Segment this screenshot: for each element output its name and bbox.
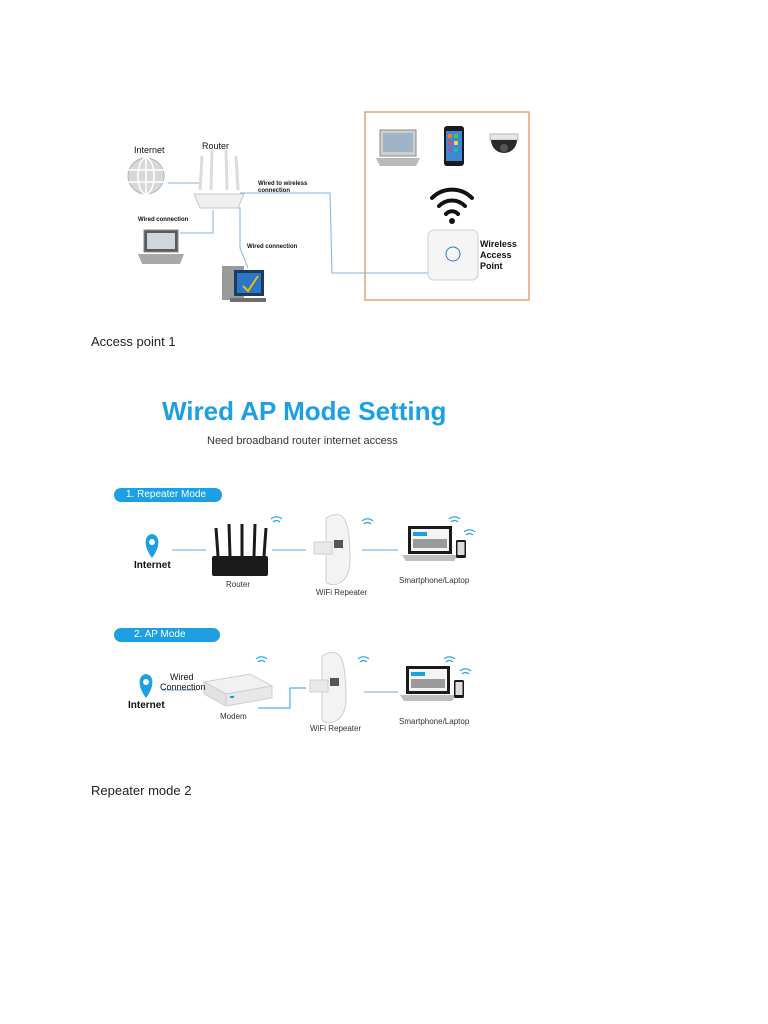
modem-repeater-line — [258, 687, 306, 709]
modem-wifi-icon — [255, 656, 268, 663]
router-wifi-icon — [270, 516, 283, 523]
box-laptop-icon — [376, 129, 420, 166]
figure-subtitle: Need broadband router internet access — [207, 435, 398, 447]
repeater-wifi-icon — [361, 518, 374, 525]
figure-title: Wired AP Mode Setting — [162, 396, 447, 426]
smartphone-laptop-label: Smartphone/Laptop — [399, 717, 470, 726]
wired-ap-mode-graphic — [114, 488, 476, 724]
wireless-area-box — [364, 111, 530, 301]
wap-label-line2: Access — [480, 250, 512, 260]
wired-label-line1: Wired — [170, 672, 194, 682]
laptop-icon — [138, 229, 184, 264]
device-wifi-icon — [448, 516, 476, 536]
wired-to-wireless-label-2: connection — [258, 188, 291, 194]
modem-label: Modem — [220, 712, 247, 721]
smartphone-laptop-label: Smartphone/Laptop — [399, 576, 470, 585]
internet-label: Internet — [128, 700, 165, 711]
access-point-diagram-graphic — [127, 111, 530, 302]
wired-to-wireless-label-1: Wired to wireless — [258, 181, 308, 187]
router-icon — [212, 523, 268, 576]
wap-label-line1: Wireless — [480, 239, 517, 249]
globe-icon — [127, 157, 165, 195]
laptop-smartphone-icon — [400, 666, 464, 701]
router-ap-line — [240, 192, 428, 274]
laptop-smartphone-icon — [402, 526, 466, 561]
wifi-repeater-label: WiFi Repeater — [310, 724, 362, 733]
wired-connection-bottom-label: Wired connection — [247, 244, 298, 250]
internet-label: Internet — [134, 560, 171, 571]
repeater-wifi-icon — [357, 656, 370, 663]
wifi-repeater-icon — [313, 513, 351, 586]
device-wifi-icon — [443, 656, 472, 675]
modem-icon — [202, 673, 274, 707]
router-desktop-line — [225, 207, 249, 269]
access-point-diagram: Internet Router Wired to wireless connec… — [110, 108, 540, 318]
wired-connection-left-label: Wired connection — [138, 217, 189, 223]
repeater-mode-pill — [114, 488, 222, 502]
ap-mode-pill-label: 2. AP Mode — [134, 629, 186, 640]
internet-pin-icon — [139, 674, 153, 698]
wap-label-line3: Point — [480, 261, 503, 271]
wired-label-line2: Connection — [160, 682, 206, 692]
smartphone-icon — [444, 126, 464, 166]
security-camera-icon — [489, 133, 519, 153]
wired-ap-mode-figure: Wired AP Mode Setting Need broadband rou… — [110, 390, 510, 750]
desktop-icon — [222, 266, 266, 302]
router-icon — [193, 149, 245, 209]
router-label: Router — [226, 580, 251, 589]
wifi-signal-icon — [430, 187, 474, 224]
internet-label: Internet — [134, 145, 165, 155]
repeater-mode-pill-label: 1. Repeater Mode — [126, 489, 207, 500]
caption-repeater-mode: Repeater mode 2 — [91, 783, 192, 798]
caption-access-point: Access point 1 — [91, 334, 176, 349]
wifi-repeater-label: WiFi Repeater — [316, 588, 368, 597]
router-laptop-line — [180, 210, 214, 234]
access-point-device-icon — [427, 229, 479, 281]
router-label: Router — [202, 141, 230, 151]
ap-mode-pill — [114, 628, 220, 642]
wifi-repeater-icon — [309, 651, 347, 724]
internet-pin-icon — [145, 534, 159, 558]
